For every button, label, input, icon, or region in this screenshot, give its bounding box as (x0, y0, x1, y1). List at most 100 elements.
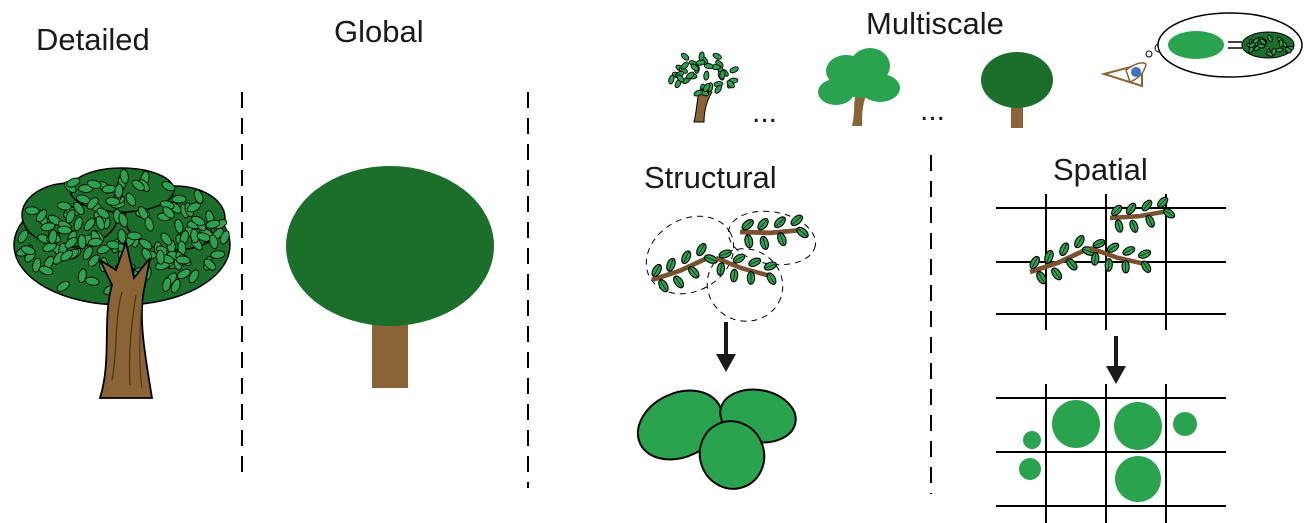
leaf (1259, 38, 1267, 45)
leaf (95, 215, 106, 231)
multiscale-label: Multiscale (866, 6, 1004, 41)
thought-bubble-icon (1145, 12, 1303, 78)
multiscale-cluster-tree-icon (818, 48, 900, 126)
multiscale-detailed-tree-icon (668, 51, 739, 123)
detailed-tree-icon (13, 167, 231, 399)
leaf (114, 183, 124, 199)
leaf (680, 52, 690, 61)
leaf (24, 206, 40, 216)
ellipsis-2: ... (920, 94, 945, 127)
leaf (105, 197, 121, 206)
leaf (175, 255, 191, 265)
leaf (160, 232, 172, 246)
leaf (188, 269, 200, 284)
structural-branch-groups (645, 196, 820, 322)
leaf (171, 194, 187, 204)
leaf (119, 169, 129, 184)
leaf (210, 250, 226, 259)
leaf (83, 218, 96, 231)
leaf (65, 209, 76, 224)
leaf (117, 228, 127, 244)
leaf (695, 59, 706, 66)
leaf (690, 63, 700, 72)
leaf (57, 201, 72, 211)
leaf (84, 276, 100, 286)
leaf (1278, 39, 1284, 48)
leaf (726, 80, 735, 89)
leaf (64, 237, 78, 249)
leaf (1248, 42, 1256, 49)
leaf (144, 216, 155, 232)
leaf (73, 216, 83, 232)
leaf (203, 258, 217, 271)
viewer-eye-icon (1100, 62, 1147, 88)
leaf (193, 189, 204, 204)
structural-arrow-icon (716, 322, 736, 372)
leaf (156, 249, 165, 265)
leaf (676, 74, 685, 83)
leaf (1275, 47, 1284, 53)
global-label: Global (334, 14, 424, 49)
spatial-arrow-icon (1106, 336, 1126, 384)
leaf (125, 192, 136, 207)
leaf (35, 209, 48, 223)
leaf (170, 278, 181, 294)
leaf (702, 83, 711, 92)
leaf (1284, 46, 1292, 54)
leaf (209, 234, 219, 250)
global-tree-trunk (372, 316, 408, 388)
leaf (680, 61, 689, 70)
leaf (161, 181, 176, 192)
leaf (118, 212, 128, 228)
leaf (729, 66, 739, 74)
leaf (162, 206, 175, 219)
leaf (126, 231, 142, 241)
leaf (186, 202, 201, 213)
leaf (38, 265, 54, 276)
leaf (162, 277, 172, 292)
leaf (60, 249, 74, 262)
leaf (219, 230, 230, 245)
leaf (32, 257, 42, 273)
leaf (73, 201, 85, 215)
leaf (77, 268, 87, 284)
leaf (1271, 47, 1277, 56)
leaf (77, 234, 87, 250)
structural-cluster-ellipses (636, 388, 797, 490)
leaf (703, 63, 714, 70)
leaf (17, 229, 29, 244)
leaf (56, 280, 70, 292)
leaf (1267, 34, 1273, 43)
leaf (40, 222, 56, 232)
leaf (86, 197, 99, 210)
leaf (96, 207, 110, 219)
leaf (78, 184, 94, 193)
detailed-label: Detailed (36, 22, 150, 57)
leaf (693, 89, 703, 97)
leaf (87, 237, 103, 247)
spatial-label: Spatial (1053, 152, 1148, 187)
leaf (138, 238, 153, 250)
leaf (21, 245, 36, 255)
leaf (712, 52, 722, 60)
detailed-tree-leaves (16, 169, 230, 296)
spatial-cluster-circles (1019, 400, 1197, 502)
leaf (87, 254, 100, 267)
leaf (66, 177, 81, 188)
leaf (685, 71, 695, 80)
leaf (131, 179, 145, 191)
leaf (668, 74, 675, 85)
leaf (703, 70, 710, 81)
leaf (176, 268, 191, 280)
detailed-tree-trunk (97, 238, 154, 399)
global-tree-icon (286, 166, 494, 388)
leaf (87, 179, 102, 189)
leaf (191, 215, 206, 227)
spatial-grid-top (996, 183, 1226, 330)
leaf (714, 84, 722, 94)
leaf (82, 246, 94, 260)
leaf (57, 225, 72, 235)
spatial-grid-bottom (996, 384, 1226, 523)
leaf (174, 218, 184, 234)
